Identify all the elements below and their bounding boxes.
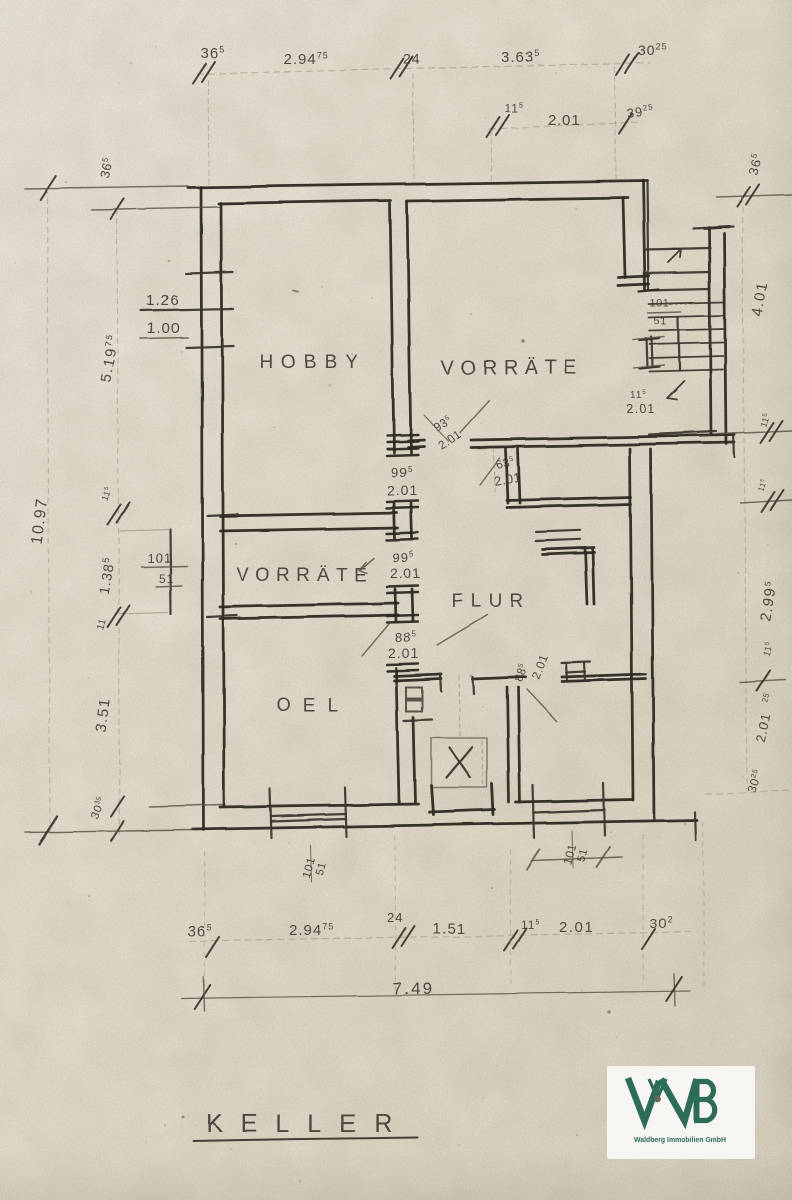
svg-text:2.01: 2.01	[626, 401, 655, 416]
svg-text:HOBBY: HOBBY	[259, 352, 366, 373]
svg-text:VORRÄTE: VORRÄTE	[236, 565, 373, 586]
svg-text:3.51: 3.51	[93, 696, 114, 733]
svg-text:FLUR: FLUR	[451, 591, 531, 612]
svg-text:3.635: 3.635	[501, 48, 540, 66]
svg-text:1.51: 1.51	[433, 920, 466, 937]
svg-text:7.49: 7.49	[393, 979, 434, 998]
svg-text:115: 115	[630, 390, 647, 401]
svg-text:4.01: 4.01	[749, 280, 772, 318]
svg-text:2.9475: 2.9475	[284, 50, 329, 68]
svg-text:2.01: 2.01	[559, 919, 594, 936]
svg-text:2.01: 2.01	[390, 565, 421, 581]
svg-text:365: 365	[200, 44, 225, 62]
svg-text:25: 25	[760, 692, 771, 704]
svg-text:VORRÄTE: VORRÄTE	[441, 357, 583, 379]
svg-text:115: 115	[504, 101, 523, 115]
svg-text:101: 101	[299, 855, 318, 879]
svg-text:2.01: 2.01	[493, 469, 523, 489]
svg-text:24: 24	[403, 51, 421, 67]
svg-text:2.01: 2.01	[387, 482, 418, 498]
svg-text:1.26: 1.26	[146, 292, 179, 309]
svg-text:2.01: 2.01	[388, 645, 419, 661]
svg-text:885: 885	[395, 630, 417, 645]
svg-text:995: 995	[391, 465, 413, 480]
svg-text:KELLER: KELLER	[206, 1110, 410, 1138]
svg-text:24: 24	[387, 910, 403, 925]
svg-text:995: 995	[393, 550, 415, 565]
svg-text:10.97: 10.97	[29, 496, 52, 545]
svg-text:2.9475: 2.9475	[289, 921, 334, 939]
svg-text:2.01: 2.01	[753, 712, 774, 744]
svg-text:OEL: OEL	[276, 695, 350, 716]
svg-text:115: 115	[521, 918, 540, 932]
svg-text:51: 51	[159, 572, 174, 586]
svg-text:101: 101	[650, 297, 670, 309]
svg-text:51: 51	[314, 861, 329, 877]
svg-text:51: 51	[654, 315, 667, 327]
svg-text:101: 101	[147, 551, 172, 566]
svg-text:Waldberg Immobilien GmbH: Waldberg Immobilien GmbH	[634, 1137, 726, 1144]
svg-text:1.385: 1.385	[95, 556, 118, 596]
svg-text:101: 101	[560, 842, 579, 866]
svg-text:51: 51	[575, 848, 590, 864]
svg-text:302: 302	[650, 915, 674, 931]
svg-text:11: 11	[95, 618, 109, 632]
svg-text:1.00: 1.00	[147, 320, 180, 337]
svg-text:365: 365	[188, 922, 213, 940]
svg-text:2.01: 2.01	[547, 112, 580, 129]
